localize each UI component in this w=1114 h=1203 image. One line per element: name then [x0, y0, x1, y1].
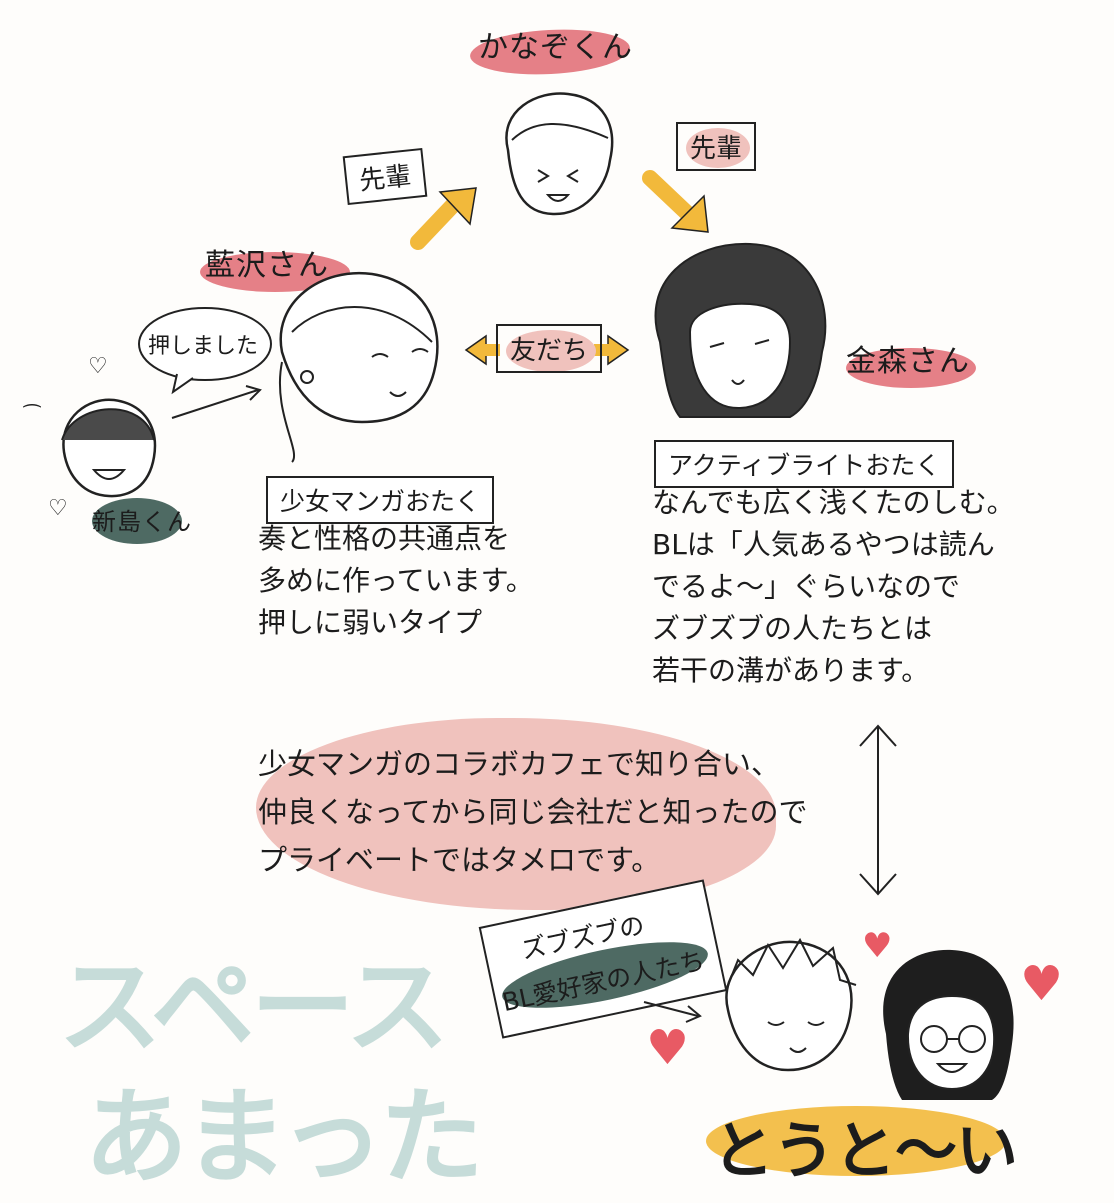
watermark-line2: あまった — [84, 1076, 484, 1198]
note-text: 少女マンガのコラボカフェで知り合い、 仲良くなってから同じ会社だと知ったので プ… — [258, 740, 808, 884]
note-highlight — [256, 718, 776, 910]
niijima-name: 新島くん — [92, 508, 192, 536]
exclaim-highlight — [706, 1106, 1006, 1176]
fans-pointer-arrow — [643, 1001, 702, 1023]
kanazo-name: かなぞくん — [478, 30, 633, 65]
pushed-speech-bubble — [138, 307, 272, 395]
kanamori-tag: アクティブライトおたく — [654, 440, 955, 488]
heart-icon: ♥ — [646, 1020, 690, 1076]
kanazo-face — [505, 92, 614, 216]
aizawa-name: 藍沢さん — [205, 248, 329, 283]
kanamori-description: なんでも広く浅くたのしむ。 BLは「人気あるやつは読ん でるよ〜」ぐらいなので … — [652, 482, 1015, 692]
heart-icon: ♡ — [88, 354, 108, 379]
arrow-kanazo-to-kanamori — [642, 170, 709, 233]
kanamori-desc-line: 若干の溝があります。 — [652, 654, 930, 687]
kanamori-name-highlight — [846, 348, 976, 388]
note-line: 仲良くなってから同じ会社だと知ったので — [258, 795, 808, 829]
senpai-right-highlight — [686, 128, 750, 168]
aizawa-desc-line: 押しに弱いタイプ — [258, 606, 483, 639]
aizawa-desc-line: 奏と性格の共通点を — [258, 522, 511, 555]
sweat-marks: ⁀ — [24, 404, 41, 428]
niijima-name-highlight — [92, 498, 182, 544]
senpai-right-label: 先輩 — [676, 122, 757, 171]
heart-icon: ♡ — [48, 496, 68, 521]
aizawa-desc-line: 多めに作っています。 — [258, 564, 534, 597]
exclaim-text: とうと〜い — [712, 1114, 1018, 1187]
pushed-arrow — [171, 385, 262, 419]
friends-highlight — [506, 330, 596, 372]
heart-icon: ♥ — [1020, 956, 1064, 1012]
watermark-line1: スペース — [58, 946, 450, 1068]
pushed-text: 押しました — [148, 334, 259, 359]
vertical-double-arrow — [859, 724, 897, 896]
niijima-face — [61, 398, 157, 498]
note-line: プライベートではタメロです。 — [258, 843, 661, 877]
aizawa-description: 奏と性格の共通点を 多めに作っています。 押しに弱いタイプ — [258, 518, 534, 644]
kanamori-face — [654, 242, 827, 418]
arrow-aizawa-to-kanazo — [410, 187, 477, 250]
friends-label: 友だち — [496, 324, 603, 373]
kanamori-desc-line: なんでも広く浅くたのしむ。 — [652, 486, 1015, 519]
kanamori-desc-line: BLは「人気あるやつは読ん — [652, 528, 995, 561]
fan-boy-face — [725, 937, 857, 1072]
aizawa-face — [279, 271, 439, 463]
kanamori-name: 金森さん — [846, 344, 970, 379]
kanamori-desc-line: でるよ〜」ぐらいなので — [652, 570, 961, 603]
note-line: 少女マンガのコラボカフェで知り合い、 — [258, 747, 781, 781]
heart-icon: ♥ — [862, 926, 893, 966]
fan-girl-face — [883, 949, 1014, 1100]
kanamori-desc-line: ズブズブの人たちとは — [652, 612, 933, 645]
friends-arrow — [464, 334, 630, 366]
aizawa-tag: 少女マンガおたく — [266, 476, 495, 524]
